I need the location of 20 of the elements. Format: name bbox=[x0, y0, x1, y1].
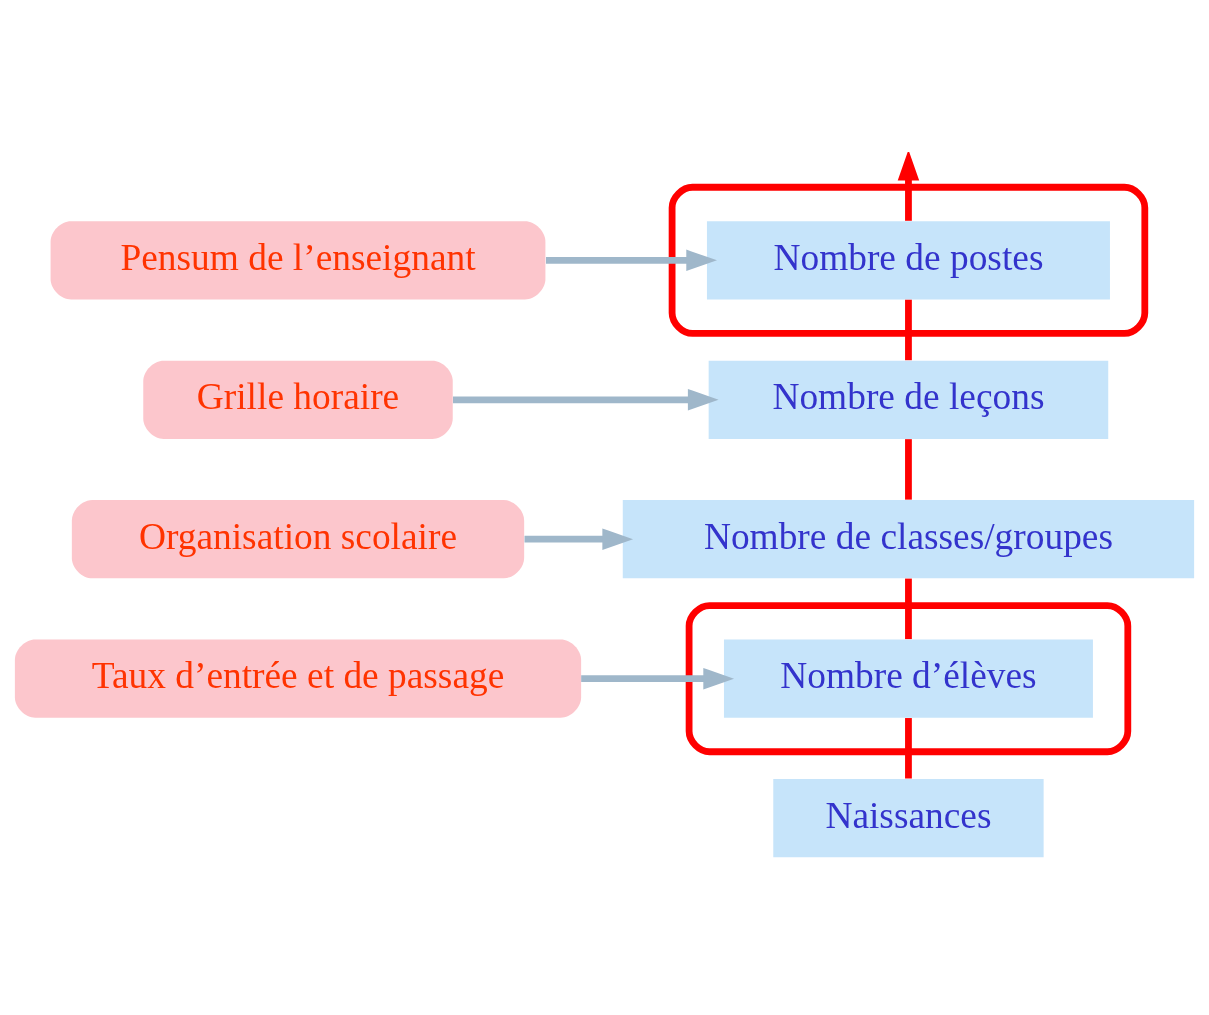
connector bbox=[905, 438, 912, 500]
connector bbox=[905, 578, 912, 639]
arrow bbox=[546, 249, 717, 271]
node-box: Taux d’entrée et de passage bbox=[14, 639, 582, 718]
node-box: Pensum de l’enseignant bbox=[50, 220, 546, 299]
arrow bbox=[897, 151, 920, 221]
node-box: Nombre de leçons bbox=[708, 360, 1109, 439]
node-box: Organisation scolaire bbox=[71, 499, 525, 578]
arrow bbox=[453, 388, 719, 411]
arrow bbox=[524, 527, 634, 550]
node-box: Nombre d’élèves bbox=[723, 639, 1093, 718]
node-box: Nombre de postes bbox=[706, 220, 1110, 299]
arrow bbox=[581, 667, 734, 689]
node-box: Grille horaire bbox=[143, 360, 453, 439]
connector bbox=[905, 717, 912, 778]
node-box: Nombre de classes/groupes bbox=[622, 499, 1195, 578]
cluster bbox=[668, 183, 1149, 337]
node-box: Naissances bbox=[773, 778, 1044, 857]
connector bbox=[905, 299, 912, 360]
cluster bbox=[685, 601, 1132, 755]
